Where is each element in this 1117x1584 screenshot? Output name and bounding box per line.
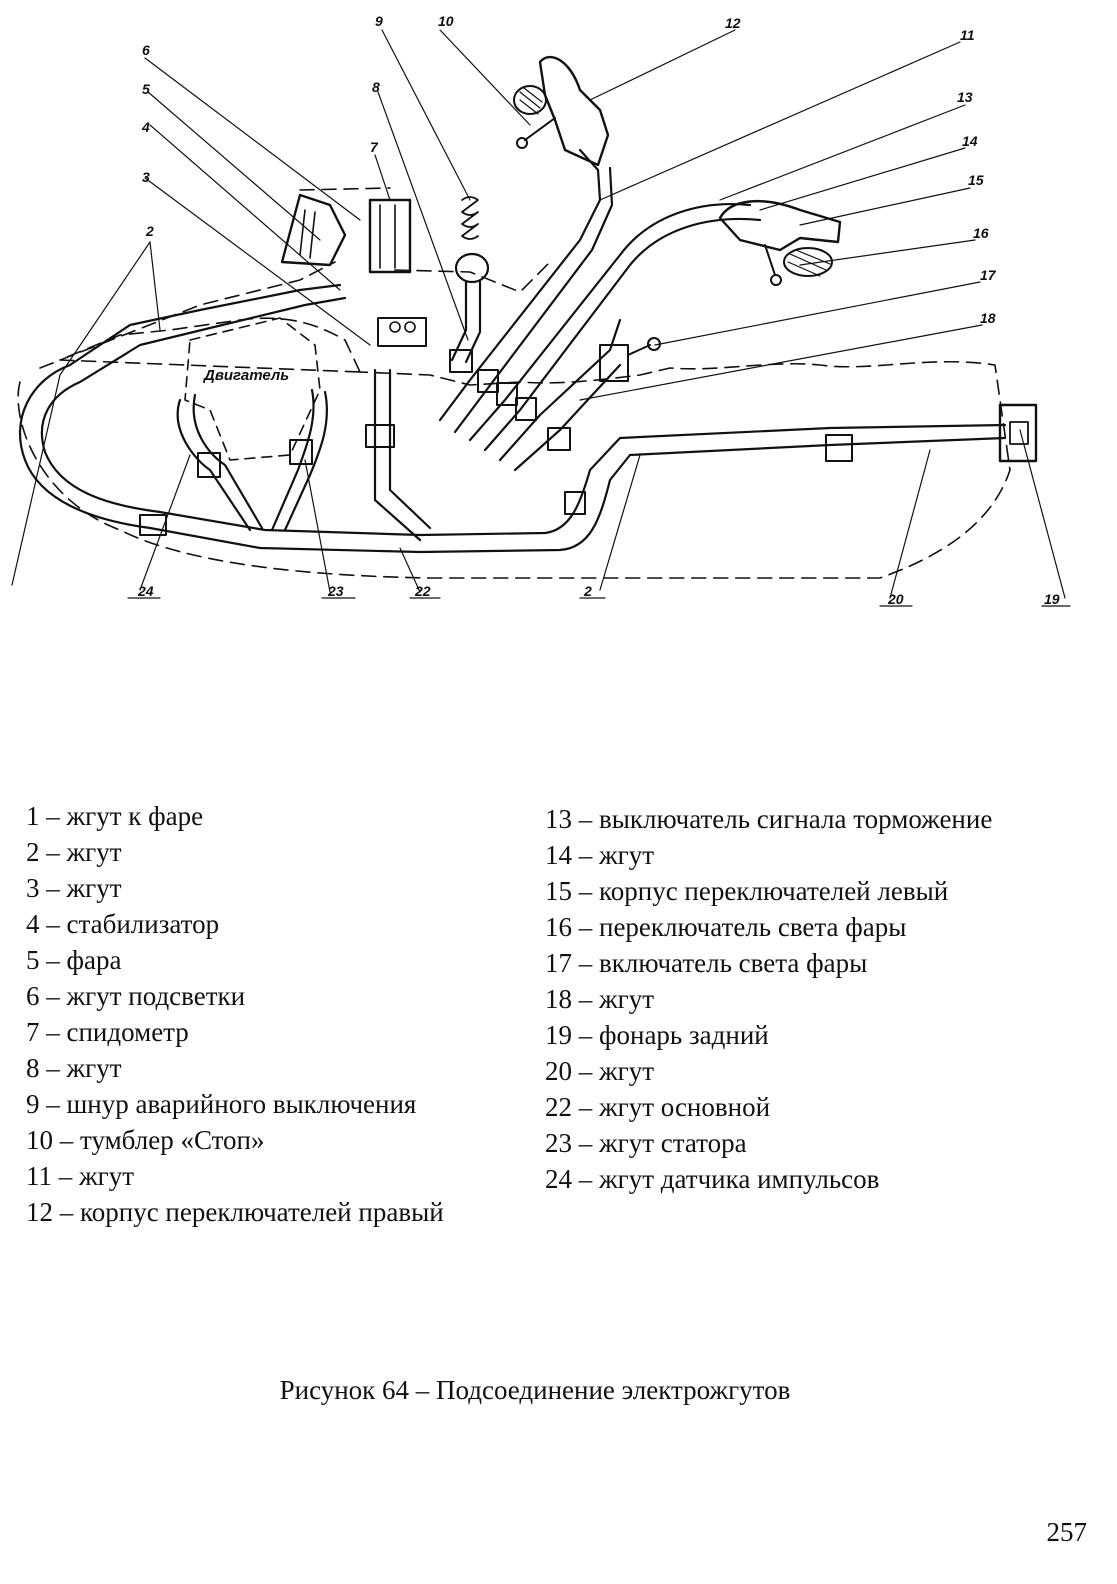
legend-item: 24 – жгут датчика импульсов xyxy=(545,1164,880,1194)
emergency-cord xyxy=(461,196,479,240)
body-outline-dashed xyxy=(17,317,1011,579)
legend-item: 5 – фара xyxy=(26,945,122,975)
stator-harness xyxy=(176,393,264,532)
legend-item: 11 – жгут xyxy=(26,1161,135,1191)
connector-24-left xyxy=(139,514,167,536)
callout-24: 24 xyxy=(137,583,154,599)
legend-item: 4 – стабилизатор xyxy=(26,909,220,939)
callout-8: 8 xyxy=(372,79,380,95)
legend-item: 6 – жгут подсветки xyxy=(26,981,246,1011)
center-harness xyxy=(373,368,432,542)
legend-item: 9 – шнур аварийного выключения xyxy=(26,1089,417,1119)
legend-left-column: 1 – жгут к фаре 2 – жгут 3 – жгут 4 – ст… xyxy=(26,798,444,1230)
callout-10: 10 xyxy=(438,13,454,29)
connector-pulse xyxy=(289,439,313,465)
legend-item: 14 – жгут xyxy=(545,840,655,870)
legend-item: 17 – включатель света фары xyxy=(545,948,868,978)
legend-item: 1 – жгут к фаре xyxy=(26,801,204,831)
connector-tail xyxy=(825,434,853,462)
connector-center xyxy=(365,424,395,448)
callout-4: 4 xyxy=(141,119,150,135)
callout-16: 16 xyxy=(973,225,989,241)
callout-9: 9 xyxy=(375,13,383,29)
callout-2-top: 2 xyxy=(145,223,154,239)
legend-item: 3 – жгут xyxy=(26,873,122,903)
connector-rear xyxy=(564,491,586,515)
legend-item: 19 – фонарь задний xyxy=(545,1020,769,1050)
connector-8 xyxy=(449,349,473,373)
figure-caption: Рисунок 64 – Подсоединение электрожгутов xyxy=(279,1375,791,1405)
main-harness-inner xyxy=(40,296,1007,537)
wiring-harness-diagram: Двигатель 2 3 4 5 6 7 8 9 10 11 12 13 14… xyxy=(11,13,1071,607)
callout-20: 20 xyxy=(887,591,904,607)
callout-17: 17 xyxy=(980,267,997,283)
page-number: 257 xyxy=(1046,1517,1088,1547)
tail-light xyxy=(998,403,1038,463)
callout-5: 5 xyxy=(142,81,150,97)
callout-19: 19 xyxy=(1044,591,1060,607)
stabilizer-box xyxy=(377,317,427,347)
legend-item: 7 – спидометр xyxy=(26,1017,189,1047)
legend-item: 8 – жгут xyxy=(26,1053,122,1083)
callout-6: 6 xyxy=(142,42,150,58)
connector-17 xyxy=(599,344,629,382)
legend-item: 22 – жгут основной xyxy=(545,1092,771,1122)
pulse-harness xyxy=(270,388,328,532)
callout-11: 11 xyxy=(960,27,975,43)
callout-13: 13 xyxy=(957,89,973,105)
legend-item: 2 – жгут xyxy=(26,837,122,867)
right-switch-housing xyxy=(538,56,610,167)
callout-18: 18 xyxy=(980,310,996,326)
callout-23: 23 xyxy=(327,583,344,599)
callout-3: 3 xyxy=(142,169,150,185)
left-switch-housing xyxy=(718,199,842,252)
legend-right-column: 13 – выключатель сигнала торможение 14 –… xyxy=(545,801,992,1197)
callout-14: 14 xyxy=(962,133,978,149)
callout-15: 15 xyxy=(968,172,984,188)
callout-22: 22 xyxy=(414,583,431,599)
main-harness-outer xyxy=(18,283,1007,554)
speedometer xyxy=(368,198,412,274)
legend-item: 18 – жгут xyxy=(545,984,655,1014)
connector-stator xyxy=(197,452,221,478)
legend-item: 23 – жгут статора xyxy=(545,1128,747,1158)
legend-item: 16 – переключатель света фары xyxy=(545,912,907,942)
legend-item: 15 – корпус переключателей левый xyxy=(545,876,949,906)
legend-item: 13 – выключатель сигнала торможение xyxy=(545,804,993,834)
callout-7: 7 xyxy=(370,139,379,155)
legend-item: 20 – жгут xyxy=(545,1056,655,1086)
engine-label: Двигатель xyxy=(202,367,289,384)
legend-item: 10 – тумблер «Стоп» xyxy=(26,1125,265,1155)
engine-outline-dashed xyxy=(184,317,321,461)
legend-item: 12 – корпус переключателей правый xyxy=(26,1197,444,1227)
steering-harness-bundle xyxy=(438,148,762,472)
callout-2-bottom: 2 xyxy=(583,583,592,599)
callout-12: 12 xyxy=(725,15,741,31)
headlight xyxy=(280,193,347,267)
